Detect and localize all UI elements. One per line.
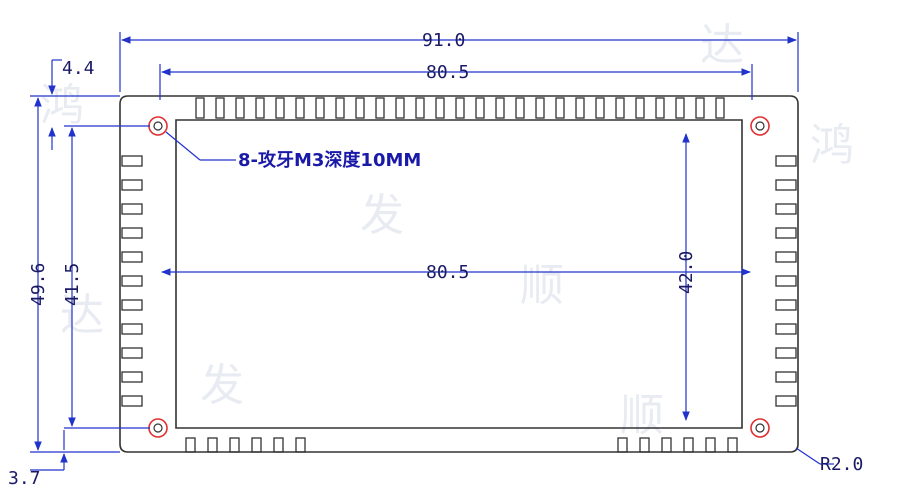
hole-core xyxy=(755,121,765,131)
fin xyxy=(235,97,245,119)
fin xyxy=(273,437,284,453)
fin xyxy=(121,299,143,311)
fin xyxy=(295,97,305,119)
watermark-char: 鸿 xyxy=(40,80,84,131)
hole-core xyxy=(153,121,163,131)
fin xyxy=(661,437,672,453)
dimension-lines xyxy=(30,32,834,471)
fin xyxy=(121,203,143,215)
fin xyxy=(705,437,716,453)
fin xyxy=(121,347,143,359)
fin xyxy=(617,437,628,453)
label-slot-width: 80.5 xyxy=(426,62,469,83)
watermark-char: 达 xyxy=(60,290,104,341)
fin xyxy=(335,97,345,119)
fin xyxy=(275,97,285,119)
hole-core xyxy=(755,423,765,433)
mounting-hole xyxy=(750,418,770,438)
fin xyxy=(675,97,685,119)
outer-contour xyxy=(119,95,799,453)
label-inner-width: 80.5 xyxy=(426,262,469,283)
fin xyxy=(355,97,365,119)
hole-core xyxy=(153,423,163,433)
fin xyxy=(639,437,650,453)
fin xyxy=(635,97,645,119)
fin xyxy=(475,97,485,119)
fin xyxy=(575,97,585,119)
fin xyxy=(195,97,205,119)
fin xyxy=(395,97,405,119)
fin xyxy=(535,97,545,119)
fin xyxy=(555,97,565,119)
fin xyxy=(255,97,265,119)
fin xyxy=(295,437,306,453)
fin xyxy=(215,97,225,119)
label-overall-width: 91.0 xyxy=(422,30,465,51)
fin xyxy=(775,251,797,263)
fins xyxy=(121,97,797,453)
label-corner-radius: R2.0 xyxy=(820,454,863,475)
fin xyxy=(415,97,425,119)
label-inner-height: 42.0 xyxy=(676,251,697,294)
fin xyxy=(775,395,797,407)
fin xyxy=(775,155,797,167)
mounting-hole xyxy=(148,418,168,438)
fin xyxy=(121,275,143,287)
mounting-hole xyxy=(750,116,770,136)
watermark-char: 鸿 xyxy=(810,120,854,171)
fin xyxy=(683,437,694,453)
fin xyxy=(121,179,143,191)
fin xyxy=(727,437,738,453)
fin xyxy=(775,371,797,383)
watermark-char: 顺 xyxy=(520,260,564,311)
fin xyxy=(315,97,325,119)
inner-cavity xyxy=(175,119,743,429)
fin xyxy=(121,323,143,335)
fin xyxy=(375,97,385,119)
hole-note: 8-攻牙M3深度10MM xyxy=(238,149,421,171)
fin xyxy=(695,97,705,119)
fin xyxy=(715,97,725,119)
label-top-offset: 4.4 xyxy=(62,58,95,79)
leader-line xyxy=(795,447,821,465)
watermark-char: 达 xyxy=(700,20,744,71)
fin xyxy=(775,299,797,311)
fin xyxy=(229,437,240,453)
fin xyxy=(121,371,143,383)
label-bottom-offset: 3.7 xyxy=(8,468,41,489)
watermark-char: 发 xyxy=(200,360,244,411)
label-hole-spacing: 41.5 xyxy=(62,263,83,306)
watermark-char: 顺 xyxy=(620,390,664,441)
watermark: 鸿 发 顺 达 鸿 发 顺 达 xyxy=(40,20,854,441)
label-overall-height: 49.6 xyxy=(28,263,49,306)
fin xyxy=(121,155,143,167)
fin xyxy=(455,97,465,119)
fin xyxy=(775,347,797,359)
fin xyxy=(775,179,797,191)
fin xyxy=(615,97,625,119)
leader-line xyxy=(165,131,201,161)
fin xyxy=(595,97,605,119)
dimension-labels: 91.0 80.5 80.5 4.4 3.7 R2.0 49.6 41.5 42… xyxy=(8,30,863,489)
fin xyxy=(655,97,665,119)
fin xyxy=(775,323,797,335)
fin xyxy=(775,203,797,215)
profile-outline xyxy=(119,95,799,453)
watermark-char: 发 xyxy=(360,190,404,241)
fin xyxy=(121,395,143,407)
fin xyxy=(207,437,218,453)
fin xyxy=(121,227,143,239)
fin xyxy=(495,97,505,119)
mounting-hole xyxy=(148,116,168,136)
fin xyxy=(775,275,797,287)
fin xyxy=(515,97,525,119)
fin xyxy=(251,437,262,453)
fin xyxy=(121,251,143,263)
fin xyxy=(185,437,196,453)
fin xyxy=(775,227,797,239)
fin xyxy=(435,97,445,119)
